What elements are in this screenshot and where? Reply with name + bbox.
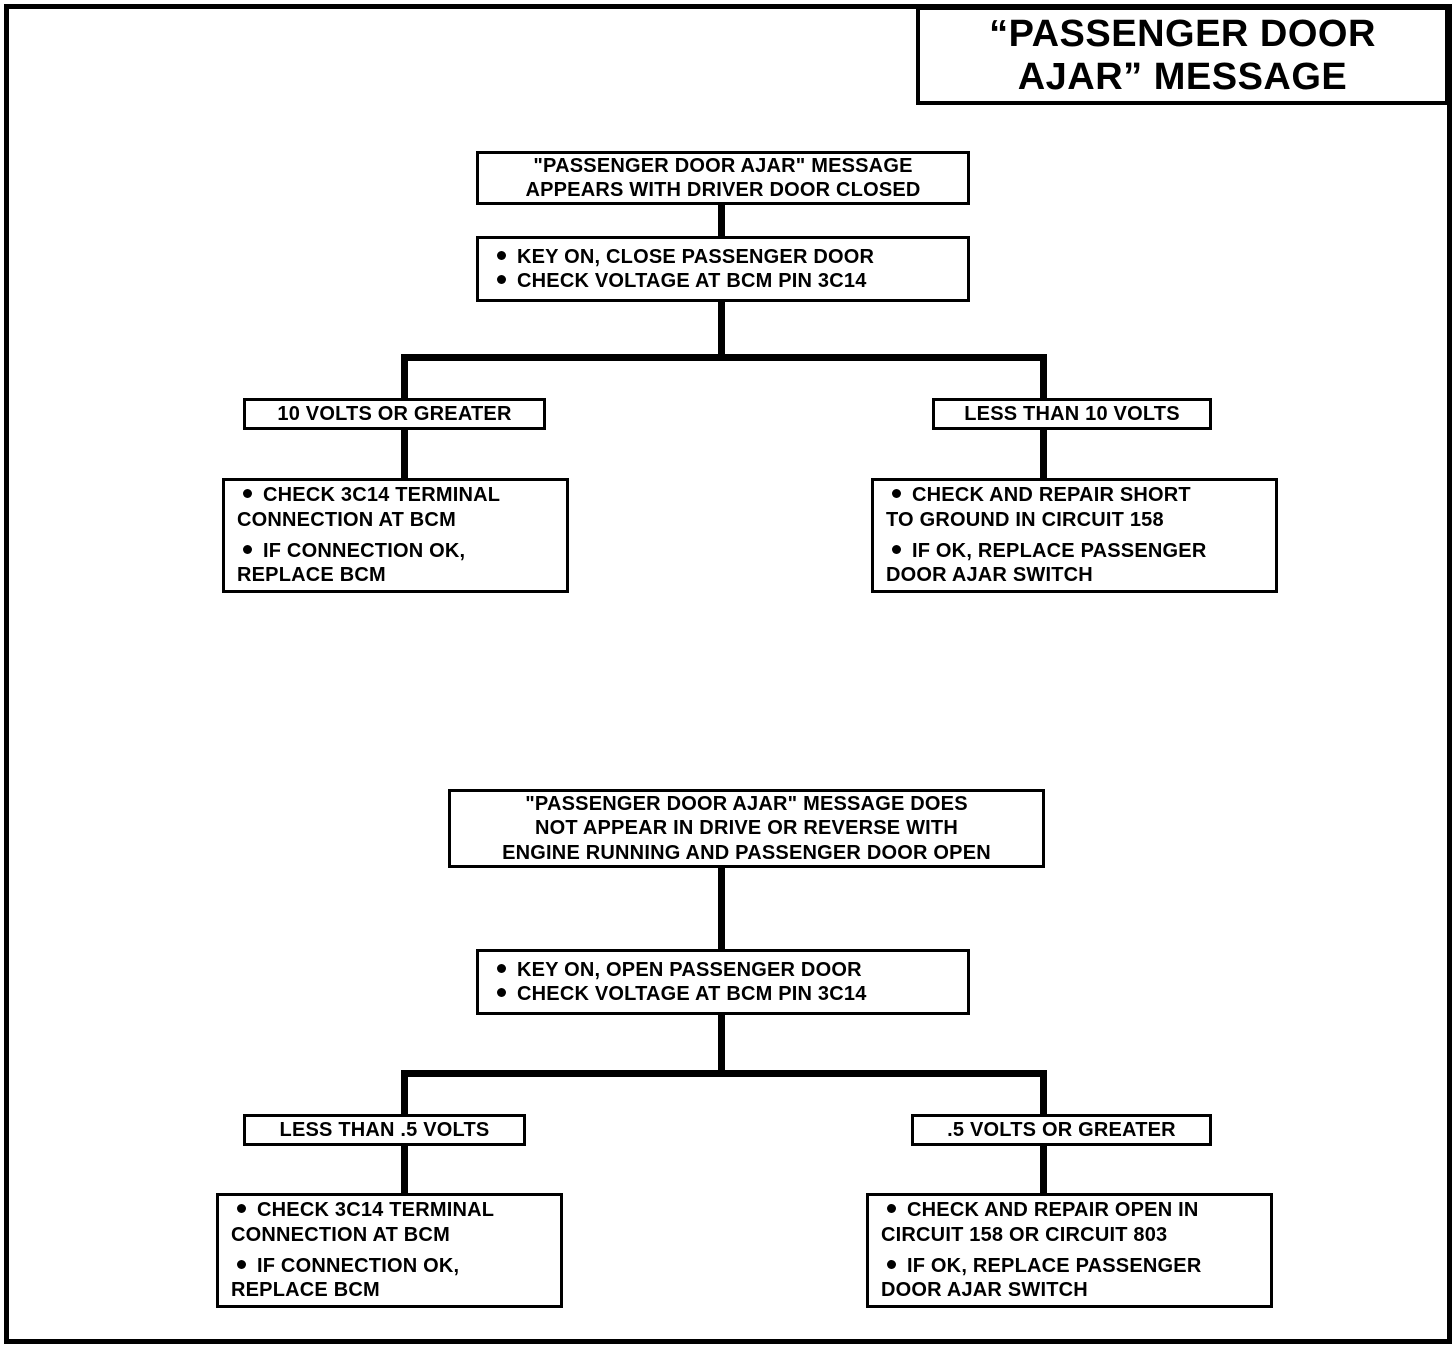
chart1-symptom-line-1: "PASSENGER DOOR AJAR" MESSAGE	[533, 154, 913, 177]
chart2-connector-left-label-to-result	[401, 1144, 408, 1196]
chart1-result-right-bullet-2: IF OK, REPLACE PASSENGER	[886, 539, 1206, 563]
chart2-branch-stem	[718, 1013, 725, 1075]
chart1-connector-right-label-to-result	[1040, 428, 1047, 481]
chart2-result-left-bullet-2-line-2: REPLACE BCM	[231, 1279, 380, 1302]
chart2-result-left-bullet-2-line-1: IF CONNECTION OK,	[257, 1255, 460, 1277]
chart1-result-left-bullet-1-line-1: CHECK 3C14 TERMINAL	[263, 484, 501, 507]
chart2-result-right-bullet-2-line-2: DOOR AJAR SWITCH	[881, 1279, 1088, 1302]
chart1-branch-crossbar	[401, 354, 1047, 361]
chart2-result-right-box: CHECK AND REPAIR OPEN IN CIRCUIT 158 OR …	[866, 1193, 1273, 1308]
chart1-symptom-box: "PASSENGER DOOR AJAR" MESSAGE APPEARS WI…	[476, 151, 970, 205]
chart2-branch-drop-right	[1040, 1070, 1047, 1118]
chart2-result-left-bullet-1-line-2: CONNECTION AT BCM	[231, 1223, 450, 1246]
chart2-test-bullet-2: CHECK VOLTAGE AT BCM PIN 3C14	[491, 982, 867, 1006]
chart2-result-left-box: CHECK 3C14 TERMINAL CONNECTION AT BCM IF…	[216, 1193, 563, 1308]
chart1-result-right-bullet-1-line-2: TO GROUND IN CIRCUIT 158	[886, 508, 1164, 531]
bullet-icon	[892, 545, 901, 554]
chart1-result-right-box: CHECK AND REPAIR SHORT TO GROUND IN CIRC…	[871, 478, 1278, 593]
chart1-branch-drop-right	[1040, 354, 1047, 402]
chart2-branch-drop-left	[401, 1070, 408, 1118]
bullet-icon	[243, 489, 252, 499]
bullet-icon	[237, 1260, 246, 1269]
bullet-icon	[497, 963, 506, 973]
bullet-icon	[887, 1260, 896, 1269]
chart1-connector-left-label-to-result	[401, 428, 408, 481]
chart1-result-left-bullet-2-line-2: REPLACE BCM	[237, 564, 386, 587]
chart2-result-right-bullet-1-line-1: CHECK AND REPAIR OPEN IN	[907, 1199, 1199, 1222]
chart2-symptom-line-1: "PASSENGER DOOR AJAR" MESSAGE DOES	[525, 792, 968, 815]
page-title: “PASSENGER DOOR AJAR” MESSAGE	[916, 6, 1449, 105]
chart1-result-right-bullet-1: CHECK AND REPAIR SHORT	[886, 483, 1191, 507]
chart2-branch-crossbar	[401, 1070, 1047, 1077]
bullet-icon	[892, 489, 901, 499]
chart1-test-bullet-2: CHECK VOLTAGE AT BCM PIN 3C14	[491, 269, 867, 293]
chart2-result-left-bullet-1: CHECK 3C14 TERMINAL	[231, 1198, 494, 1222]
chart1-branch-label-left: 10 VOLTS OR GREATER	[243, 398, 546, 430]
chart2-connector-right-label-to-result	[1040, 1144, 1047, 1196]
chart2-connector-symptom-to-test	[718, 866, 725, 952]
chart1-symptom-line-2: APPEARS WITH DRIVER DOOR CLOSED	[525, 179, 921, 201]
chart2-symptom-box: "PASSENGER DOOR AJAR" MESSAGE DOES NOT A…	[448, 789, 1045, 868]
chart2-test-bullet-1: KEY ON, OPEN PASSENGER DOOR	[491, 958, 862, 982]
chart1-branch-stem	[718, 300, 725, 360]
chart2-result-left-bullet-1-line-1: CHECK 3C14 TERMINAL	[257, 1199, 495, 1222]
chart1-result-right-bullet-1-line-1: CHECK AND REPAIR SHORT	[912, 484, 1191, 507]
bullet-icon	[497, 250, 506, 260]
page-border	[4, 4, 1452, 1344]
chart2-test-bullet-1-text: KEY ON, OPEN PASSENGER DOOR	[517, 958, 862, 981]
chart2-branch-label-right: .5 VOLTS OR GREATER	[911, 1114, 1212, 1146]
bullet-icon	[497, 988, 506, 997]
chart1-branch-label-right-text: LESS THAN 10 VOLTS	[964, 402, 1180, 425]
chart1-test-box: KEY ON, CLOSE PASSENGER DOOR CHECK VOLTA…	[476, 236, 970, 302]
bullet-icon	[887, 1204, 896, 1214]
chart2-result-right-bullet-2-line-1: IF OK, REPLACE PASSENGER	[907, 1255, 1202, 1277]
chart1-test-bullet-1-text: KEY ON, CLOSE PASSENGER DOOR	[517, 245, 875, 268]
chart2-test-bullet-2-text: CHECK VOLTAGE AT BCM PIN 3C14	[517, 983, 867, 1005]
chart1-test-bullet-1: KEY ON, CLOSE PASSENGER DOOR	[491, 245, 874, 269]
bullet-icon	[237, 1204, 246, 1214]
chart1-result-left-bullet-1-line-2: CONNECTION AT BCM	[237, 508, 456, 531]
chart2-branch-label-left: LESS THAN .5 VOLTS	[243, 1114, 526, 1146]
bullet-icon	[243, 545, 252, 554]
chart1-branch-label-left-text: 10 VOLTS OR GREATER	[277, 402, 512, 425]
chart2-branch-label-right-text: .5 VOLTS OR GREATER	[947, 1118, 1176, 1141]
page-title-line-1: “PASSENGER DOOR	[989, 12, 1376, 55]
chart1-result-right-bullet-2-line-2: DOOR AJAR SWITCH	[886, 564, 1093, 587]
chart2-result-right-bullet-2: IF OK, REPLACE PASSENGER	[881, 1254, 1201, 1278]
bullet-icon	[497, 275, 506, 284]
chart1-result-left-bullet-1: CHECK 3C14 TERMINAL	[237, 483, 500, 507]
chart2-branch-label-left-text: LESS THAN .5 VOLTS	[279, 1118, 490, 1141]
chart2-symptom-line-2: NOT APPEAR IN DRIVE OR REVERSE WITH	[535, 817, 958, 840]
chart1-result-left-box: CHECK 3C14 TERMINAL CONNECTION AT BCM IF…	[222, 478, 569, 593]
chart1-result-left-bullet-2: IF CONNECTION OK,	[237, 539, 465, 563]
chart2-result-left-bullet-2: IF CONNECTION OK,	[231, 1254, 459, 1278]
chart1-branch-drop-left	[401, 354, 408, 402]
chart2-result-right-bullet-1-line-2: CIRCUIT 158 OR CIRCUIT 803	[881, 1223, 1168, 1246]
chart2-test-box: KEY ON, OPEN PASSENGER DOOR CHECK VOLTAG…	[476, 949, 970, 1015]
chart1-result-left-bullet-2-line-1: IF CONNECTION OK,	[263, 540, 466, 562]
chart1-branch-label-right: LESS THAN 10 VOLTS	[932, 398, 1212, 430]
chart2-result-right-bullet-1: CHECK AND REPAIR OPEN IN	[881, 1198, 1199, 1222]
chart2-symptom-line-3: ENGINE RUNNING AND PASSENGER DOOR OPEN	[502, 841, 991, 864]
chart1-connector-symptom-to-test	[718, 203, 725, 238]
chart1-result-right-bullet-2-line-1: IF OK, REPLACE PASSENGER	[912, 540, 1207, 562]
page-title-line-2: AJAR” MESSAGE	[1017, 55, 1348, 98]
chart1-test-bullet-2-text: CHECK VOLTAGE AT BCM PIN 3C14	[517, 270, 867, 292]
